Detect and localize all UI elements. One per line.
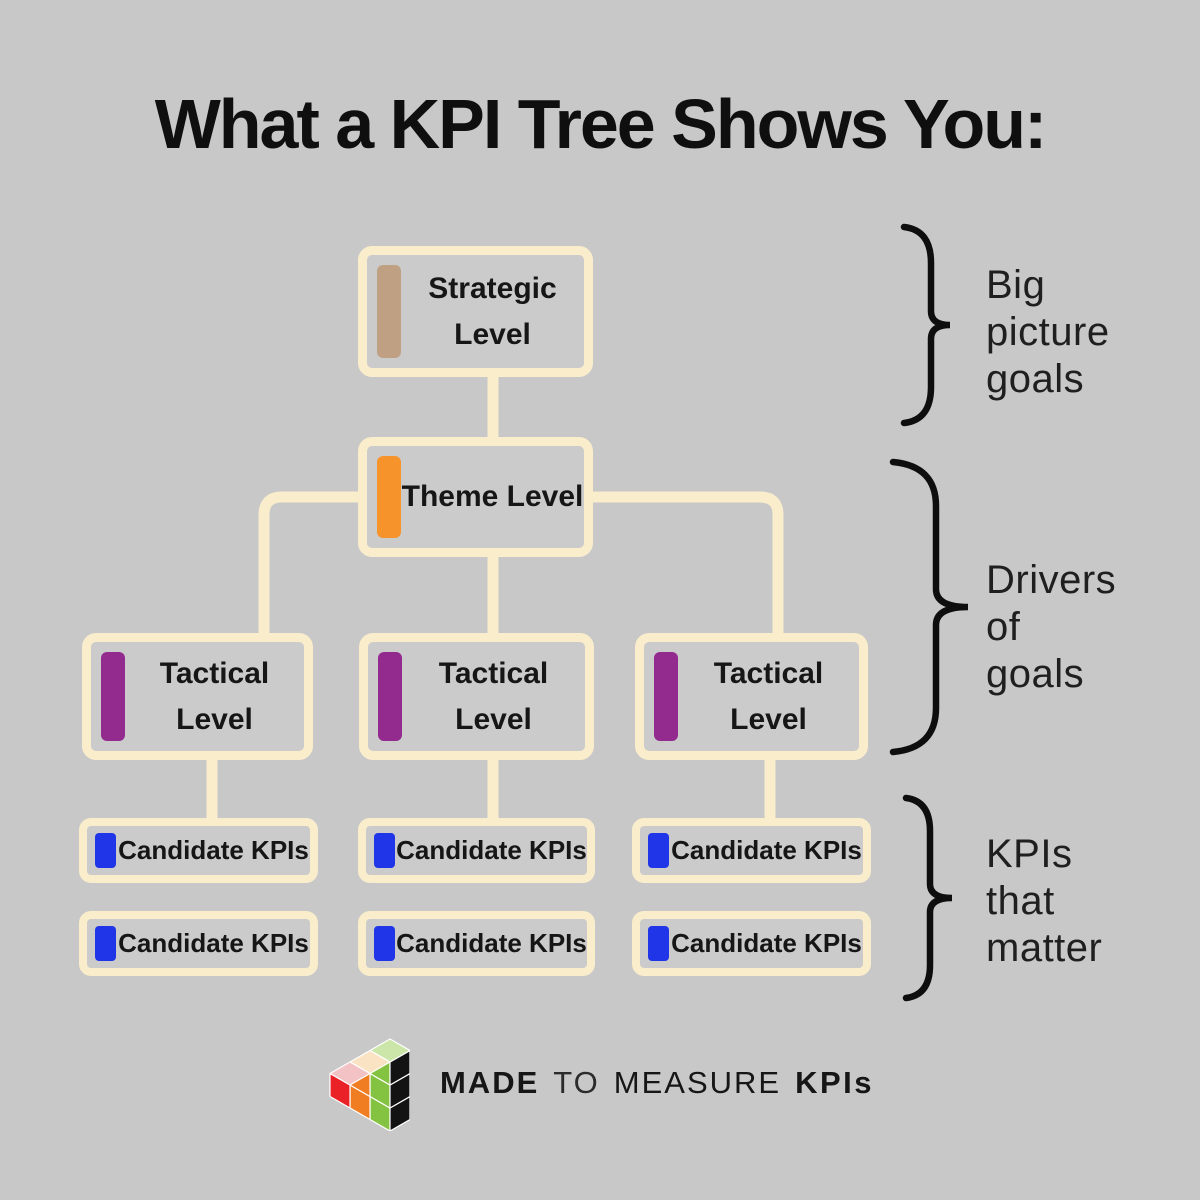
- candidate-kpis-label: Candidate KPIs: [118, 835, 309, 865]
- isometric-bar-chart-logo-icon: [329, 1038, 410, 1131]
- connector-theme-tactical-1: [258, 491, 362, 638]
- tactical-level-label: Tactical Level: [159, 656, 270, 736]
- candidate-accent-bar: [648, 833, 669, 868]
- candidate-accent-bar: [374, 833, 395, 868]
- connector-theme-tactical-3: [587, 491, 784, 638]
- page-title: What a KPI Tree Shows You:: [154, 85, 1048, 163]
- brand-word-measure: MEASURE: [613, 1065, 782, 1100]
- candidate-kpis-label: Candidate KPIs: [671, 835, 862, 865]
- node-candidate-kpis-2-2: Candidate KPIs: [358, 911, 595, 976]
- brand-word-to: TO: [553, 1065, 600, 1100]
- candidate-accent-bar: [95, 833, 116, 868]
- tactical-level-label: Tactical Level: [438, 656, 549, 736]
- brand-word-made: MADE: [439, 1065, 540, 1100]
- node-strategic-level: Strategic Level: [358, 246, 593, 377]
- candidate-kpis-label: Candidate KPIs: [396, 928, 587, 958]
- brand-wordmark: MADE TO MEASURE KPIs: [440, 1065, 874, 1101]
- tactical-accent-bar: [101, 652, 125, 741]
- annotation-kpis-that-matter: KPIs that matter: [986, 832, 1103, 970]
- node-candidate-kpis-3-1: Candidate KPIs: [632, 818, 871, 883]
- candidate-accent-bar: [374, 926, 395, 961]
- brand-word-kpis: KPIs: [795, 1065, 874, 1100]
- theme-level-label: Theme Level: [401, 480, 584, 513]
- brace-drivers-of-goals: [889, 458, 969, 756]
- annotation-drivers-of-goals: Drivers of goals: [986, 558, 1117, 696]
- node-candidate-kpis-1-2: Candidate KPIs: [79, 911, 318, 976]
- candidate-kpis-label: Candidate KPIs: [396, 835, 587, 865]
- brand-footer: MADE TO MEASURE KPIs: [0, 1033, 1200, 1133]
- strategic-accent-bar: [377, 265, 401, 358]
- tactical-level-label: Tactical Level: [713, 656, 824, 736]
- brace-big-picture-goals: [900, 223, 951, 427]
- tactical-accent-bar: [378, 652, 402, 741]
- brace-kpis-that-matter: [902, 794, 953, 1002]
- candidate-accent-bar: [95, 926, 116, 961]
- node-candidate-kpis-1-1: Candidate KPIs: [79, 818, 318, 883]
- strategic-level-label: Strategic Level: [428, 271, 557, 351]
- candidate-kpis-label: Candidate KPIs: [671, 928, 862, 958]
- candidate-accent-bar: [648, 926, 669, 961]
- node-candidate-kpis-2-1: Candidate KPIs: [358, 818, 595, 883]
- annotation-big-picture-goals: Big picture goals: [986, 263, 1110, 401]
- node-theme-level: Theme Level: [358, 437, 593, 557]
- node-tactical-level-3: Tactical Level: [635, 633, 868, 760]
- node-tactical-level-2: Tactical Level: [359, 633, 594, 760]
- tactical-accent-bar: [654, 652, 678, 741]
- theme-accent-bar: [377, 456, 401, 538]
- candidate-kpis-label: Candidate KPIs: [118, 928, 309, 958]
- node-candidate-kpis-3-2: Candidate KPIs: [632, 911, 871, 976]
- node-tactical-level-1: Tactical Level: [82, 633, 313, 760]
